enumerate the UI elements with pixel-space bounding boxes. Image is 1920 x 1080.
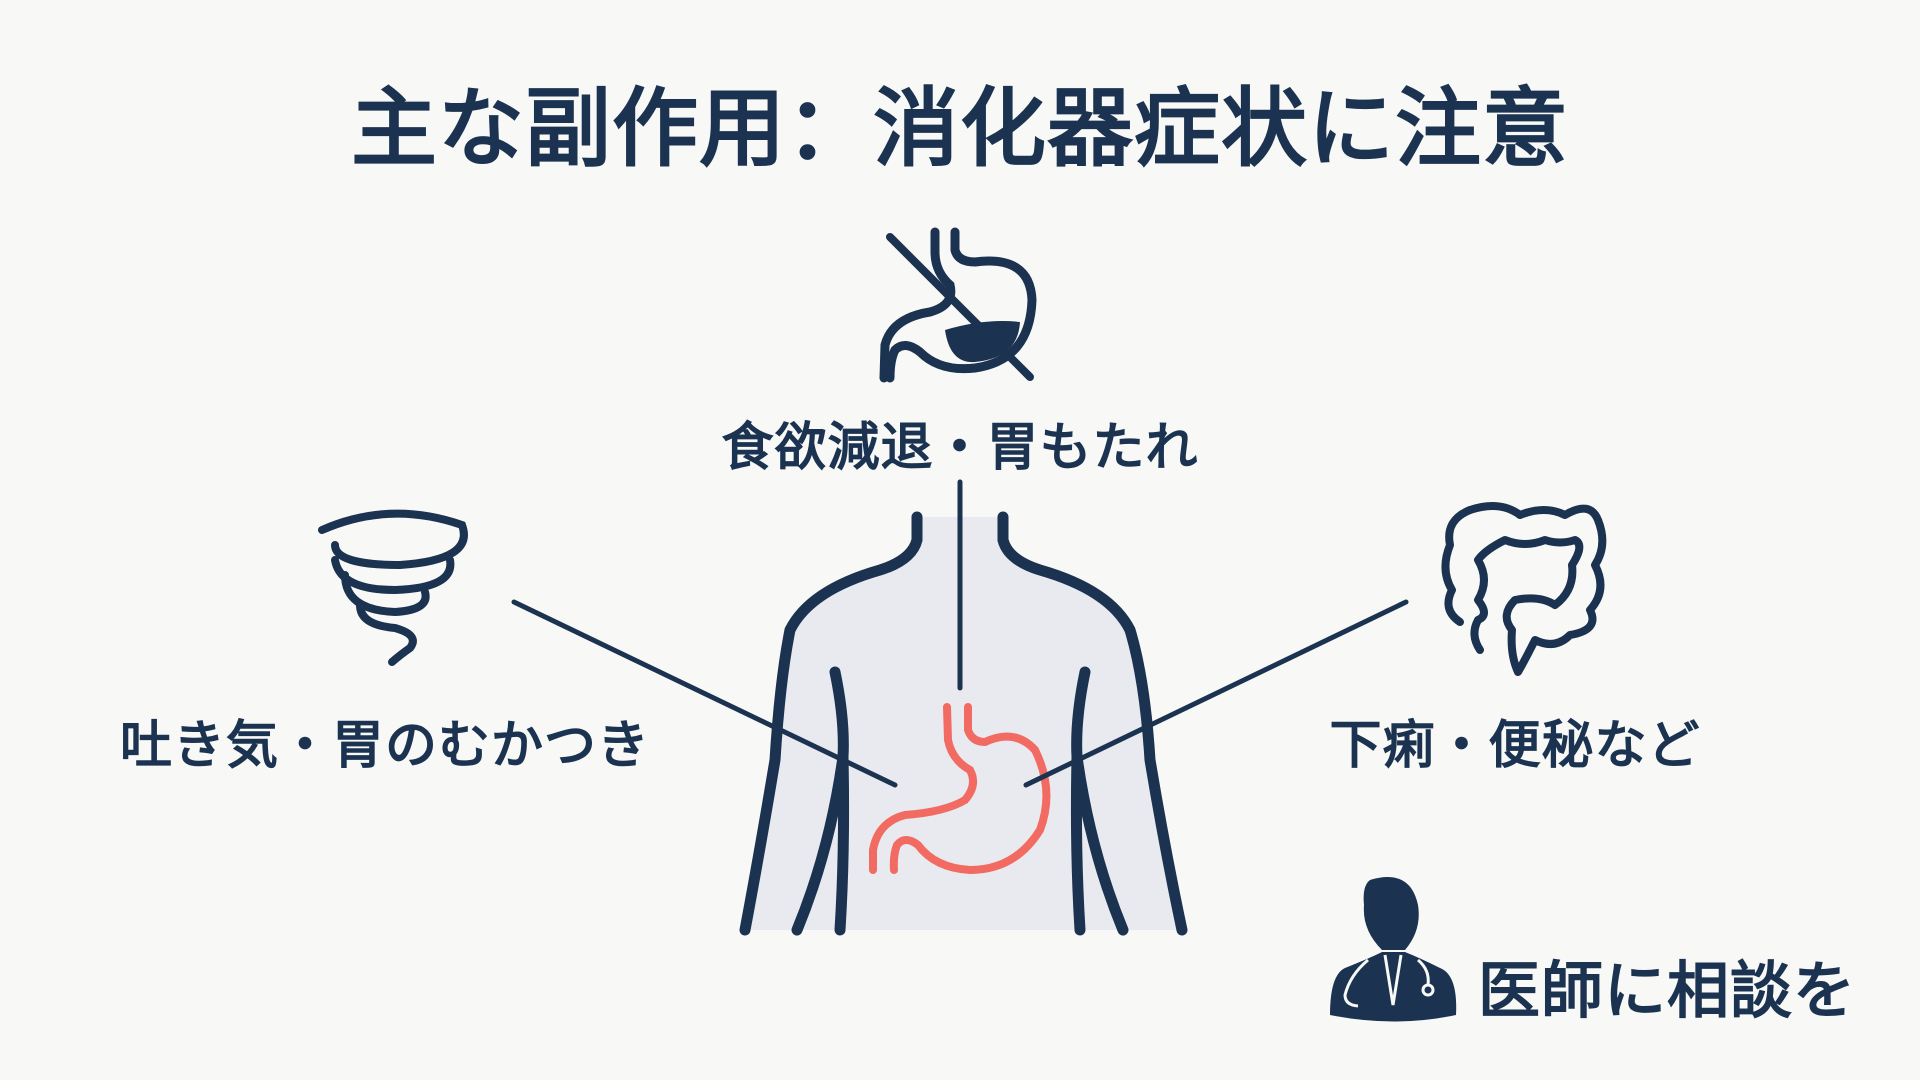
left-arm-line: [791, 666, 850, 936]
doctor-icon: [1330, 877, 1457, 1022]
stomach-crossed-icon: [879, 227, 1037, 383]
body-left-contour: [739, 511, 923, 936]
body-right-contour: [997, 511, 1188, 936]
body-outline: [739, 511, 1188, 936]
intestine-icon: [1441, 502, 1607, 676]
symptom-label-nausea: 吐き気・胃のむかつき: [119, 716, 650, 776]
right-arm-line: [1070, 666, 1129, 936]
nausea-spiral-icon: [318, 509, 468, 666]
connector-lines: [511, 479, 1409, 788]
page-title: 主な副作用：消化器症状に注意: [351, 79, 1569, 179]
symptom-label-bowel: 下痢・便秘など: [1329, 716, 1701, 776]
symptom-label-appetite: 食欲減退・胃もたれ: [721, 418, 1199, 478]
stomach-organ: [869, 703, 1051, 875]
connector-left: [511, 599, 898, 788]
connector-right: [1023, 599, 1409, 788]
consult-doctor-label: 医師に相談を: [1478, 954, 1857, 1027]
